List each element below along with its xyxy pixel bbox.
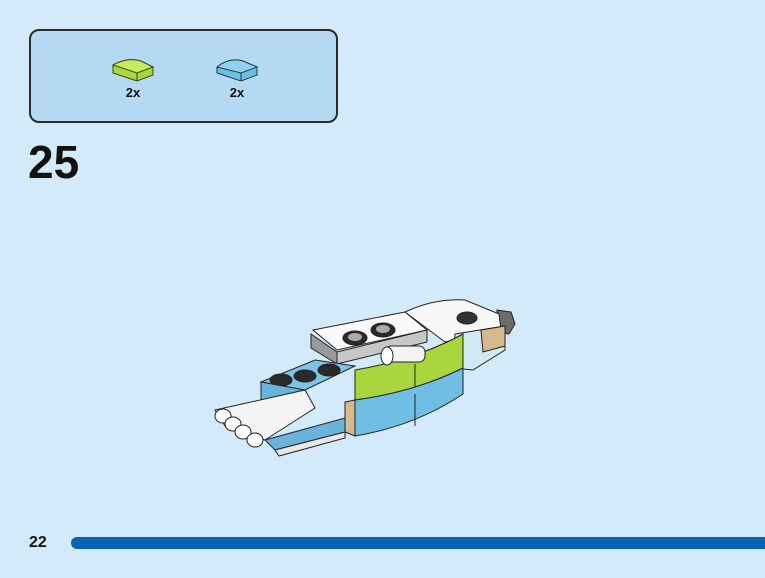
- blue-curved-slope-brick-icon: [215, 59, 259, 82]
- assembly-model-illustration: [214, 299, 516, 457]
- page-progress-bar: [71, 537, 765, 549]
- part-quantity: 2x: [125, 85, 141, 100]
- page-number: 22: [29, 534, 47, 551]
- lime-curved-slope-brick-icon: [111, 59, 155, 82]
- part-quantity: 2x: [229, 85, 245, 100]
- parts-list-box: 2x 2x: [29, 29, 338, 123]
- step-number: 25: [28, 136, 80, 188]
- part-blue-slope: 2x: [207, 55, 267, 100]
- part-lime-slope: 2x: [103, 55, 163, 100]
